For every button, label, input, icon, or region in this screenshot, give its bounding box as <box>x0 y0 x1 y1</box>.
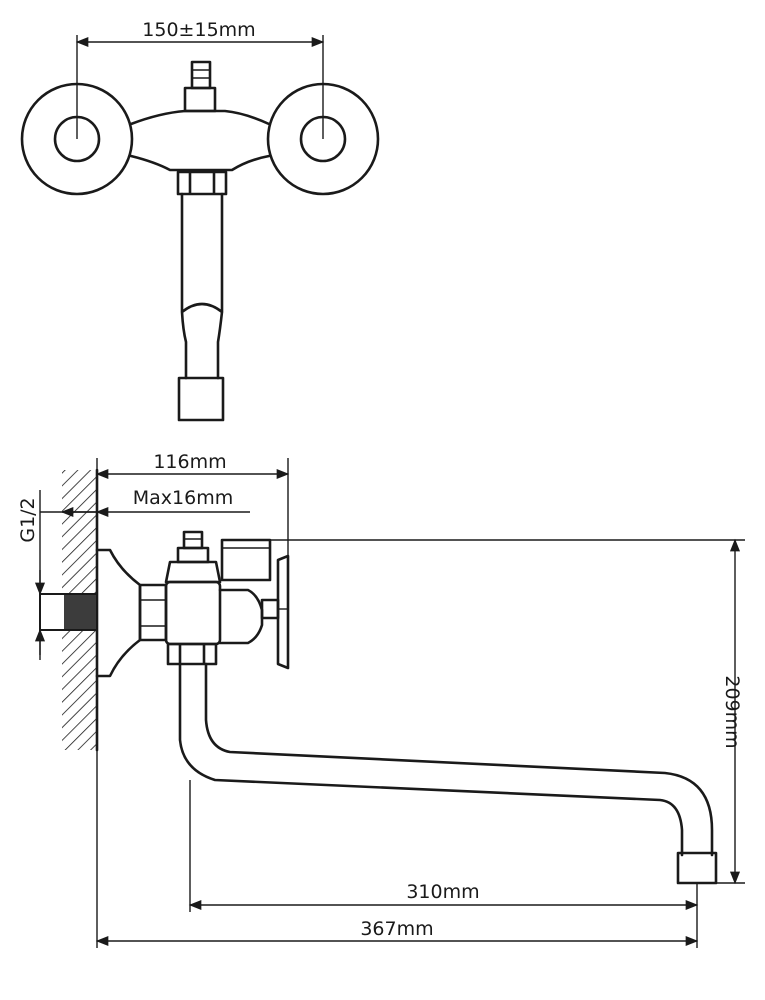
top-spout-nut <box>176 170 228 196</box>
top-valve-stem <box>183 86 217 113</box>
dim-thread-label: G1/2 <box>17 497 39 542</box>
dim-total-length-label: 367mm <box>360 918 433 940</box>
dim-body-length: 116mm <box>95 451 290 560</box>
connector-nut <box>138 583 168 642</box>
spout-aerator-side <box>676 851 718 885</box>
cross-handle <box>276 554 290 670</box>
spout-nut-side <box>166 642 218 666</box>
wall-flange <box>95 548 142 678</box>
dim-thread: G1/2 <box>17 490 46 660</box>
handle-housing <box>218 588 264 645</box>
dim-spout-reach: 310mm <box>188 780 699 912</box>
valve-cap-side <box>182 530 204 550</box>
dim-body-length-label: 116mm <box>153 451 226 473</box>
valve-body <box>164 580 222 646</box>
dim-top-width: 150±15mm <box>75 19 325 139</box>
top-spout-aerator <box>177 376 225 422</box>
cross-handle-stem <box>260 598 280 620</box>
top-spout-pipe <box>180 192 224 380</box>
top-body <box>129 109 271 172</box>
spout-pipe-side <box>178 662 714 857</box>
dim-top-width-label: 150±15mm <box>142 19 255 41</box>
dim-total-length: 367mm <box>95 750 699 948</box>
valve-stem-side <box>176 546 210 564</box>
top-valve-cap <box>190 60 212 90</box>
top-view <box>20 60 380 422</box>
dim-height-label: 209mm <box>721 675 743 748</box>
dim-spout-reach-label: 310mm <box>406 881 479 903</box>
side-view <box>39 468 718 885</box>
dim-height: 209mm <box>270 538 745 885</box>
dim-max-depth-label: Max16mm <box>133 487 233 509</box>
dim-max-depth: Max16mm <box>40 487 250 518</box>
